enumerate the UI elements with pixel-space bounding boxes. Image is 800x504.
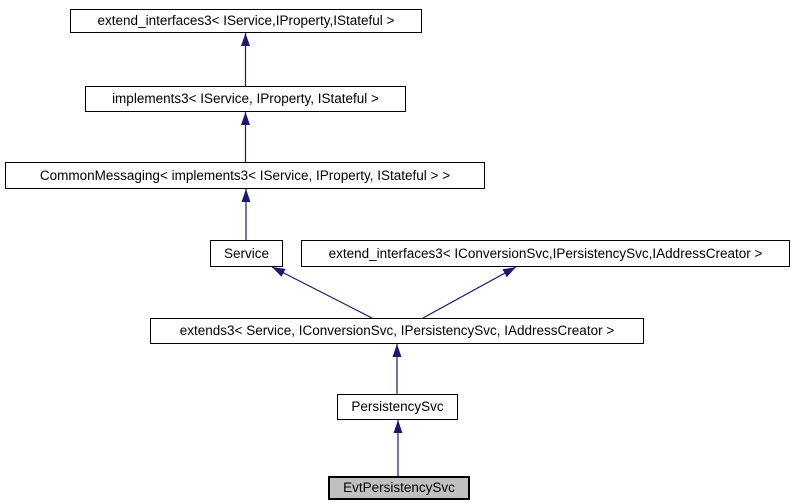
node-extend-interfaces3-iservice[interactable]: extend_interfaces3< IService,IProperty,I… [70,9,422,33]
node-extend-interfaces3-iconversionsvc[interactable]: extend_interfaces3< IConversionSvc,IPers… [301,240,790,267]
node-evt-persistency-svc: EvtPersistencySvc [328,476,470,500]
node-label: implements3< IService, IProperty, IState… [112,91,379,107]
node-persistency-svc[interactable]: PersistencySvc [337,394,458,420]
node-label: extend_interfaces3< IConversionSvc,IPers… [328,245,763,261]
inheritance-arrow-extends3-to-extend-interfaces3b [422,266,517,319]
node-label: PersistencySvc [351,399,444,415]
node-extends3[interactable]: extends3< Service, IConversionSvc, IPers… [150,318,644,344]
node-implements3[interactable]: implements3< IService, IProperty, IState… [85,86,406,112]
node-label: EvtPersistencySvc [343,480,455,496]
node-label: CommonMessaging< implements3< IService, … [39,167,451,183]
node-service[interactable]: Service [210,240,283,267]
inheritance-arrow-extends3-to-service [271,266,373,319]
node-label: Service [223,245,269,261]
node-common-messaging[interactable]: CommonMessaging< implements3< IService, … [5,162,485,189]
node-label: extends3< Service, IConversionSvc, IPers… [179,323,615,339]
node-label: extend_interfaces3< IService,IProperty,I… [97,13,395,29]
